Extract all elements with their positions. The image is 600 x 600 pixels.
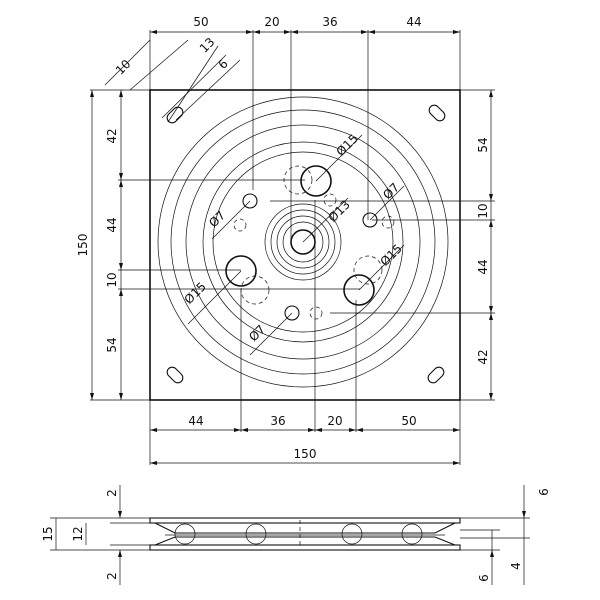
- side-ball-1: [174, 523, 196, 545]
- dim-top-b: 20: [264, 15, 279, 29]
- side-bottom-plate: [149, 544, 461, 551]
- side-view: 15 12 2 2 6 6 4: [41, 485, 551, 585]
- dim-left-d: 54: [105, 337, 119, 352]
- dim-right-b: 10: [476, 203, 490, 218]
- dim-side-right-bottom-b: 4: [509, 562, 523, 570]
- hole-right-small-hidden: [381, 215, 395, 229]
- side-ball-2: [245, 523, 267, 545]
- ring-hub-2: [270, 209, 336, 275]
- label-bottom-small: Ø7: [246, 322, 268, 344]
- side-top-plate: [149, 517, 461, 524]
- hole-right-big: [343, 274, 375, 306]
- dim-right-c: 44: [476, 259, 490, 274]
- dim-bottom-d: 50: [401, 414, 416, 428]
- ring-hub-4: [282, 221, 324, 263]
- top-view: 50 20 36 44 44 36 20 50 150: [76, 15, 495, 465]
- ring-hub-1: [264, 203, 342, 281]
- top-dimension-line: 50 20 36 44: [150, 15, 460, 34]
- hole-upper-big: [300, 165, 332, 197]
- label-right-small: Ø7: [380, 180, 402, 202]
- label-upper-big: Ø15: [333, 131, 360, 158]
- dim-slot-c: 6: [216, 57, 231, 72]
- hole-left-big-hidden: [240, 275, 270, 305]
- side-ball-3: [341, 523, 363, 545]
- side-inner-profile: [154, 522, 456, 546]
- hole-bottom-small-hidden: [309, 306, 323, 320]
- ring-3: [185, 124, 421, 360]
- dim-side-right-bottom-a: 6: [477, 574, 491, 582]
- dim-left-a: 42: [105, 128, 119, 143]
- label-right-big: Ø15: [377, 241, 404, 268]
- dim-bottom-overall: 150: [294, 447, 317, 461]
- dim-bottom-b: 36: [270, 414, 285, 428]
- dim-left-overall: 150: [76, 234, 90, 257]
- dim-right-d: 42: [476, 349, 490, 364]
- mounting-slots: [166, 104, 446, 384]
- ring-2: [170, 109, 436, 375]
- dim-side-left-bottom: 2: [105, 572, 119, 580]
- extension-lines: [90, 30, 495, 465]
- dim-left-c: 10: [105, 272, 119, 287]
- dim-slot-b: 13: [197, 35, 218, 56]
- dim-top-c: 36: [322, 15, 337, 29]
- dim-bottom-a: 44: [188, 414, 203, 428]
- ring-outer: [157, 96, 449, 388]
- dim-top-d: 44: [406, 15, 421, 29]
- slot-dimensions: 10 13 6: [104, 35, 241, 123]
- dim-side-left-overall: 15: [41, 526, 55, 541]
- dim-right-a: 54: [476, 137, 490, 152]
- hole-left-big: [225, 255, 257, 287]
- side-ball-4: [401, 523, 423, 545]
- dim-top-a: 50: [193, 15, 208, 29]
- right-dimension-line: 54 10 44 42: [476, 90, 493, 400]
- slot-bottom-right: [427, 366, 445, 384]
- dim-side-right-top: 6: [537, 488, 551, 496]
- hole-left-small: [242, 193, 258, 209]
- left-dimension-line: 150 42 44 10 54: [76, 90, 123, 400]
- dim-left-b: 44: [105, 217, 119, 232]
- ring-4: [202, 141, 404, 343]
- hole-bottom-small: [284, 305, 300, 321]
- dim-side-left-mid: 12: [71, 526, 85, 541]
- bottom-dimension-line: 44 36 20 50 150: [150, 414, 460, 465]
- hole-right-big-hidden: [353, 255, 383, 285]
- concentric-rings: [157, 96, 449, 388]
- hole-top-small-hidden: [323, 193, 337, 207]
- ring-hub-3: [276, 215, 330, 269]
- slot-bottom-left: [166, 366, 184, 384]
- ring-5: [212, 151, 394, 333]
- base-plate-outline: [149, 89, 461, 401]
- slot-top-right: [428, 104, 446, 122]
- hole-left-small-hidden: [233, 218, 247, 232]
- label-left-small: Ø7: [206, 208, 228, 230]
- dim-side-left-top: 2: [105, 489, 119, 497]
- dim-bottom-c: 20: [327, 414, 342, 428]
- label-center: Ø13: [325, 197, 352, 224]
